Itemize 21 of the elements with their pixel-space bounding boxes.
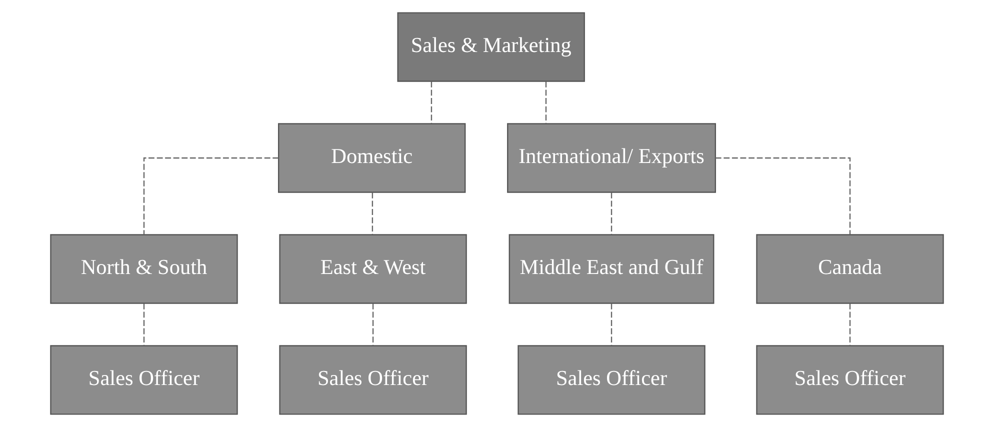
connector <box>610 192 612 234</box>
node-box: Sales Officer <box>756 345 944 415</box>
node-box: Canada <box>756 234 944 304</box>
node-box: Sales Officer <box>518 345 706 415</box>
node-box: Sales & Marketing <box>397 12 585 82</box>
connector <box>610 304 612 346</box>
connector <box>545 82 547 124</box>
connector <box>372 304 374 346</box>
node-box: Sales Officer <box>279 345 467 415</box>
node-box: International/ Exports <box>507 123 716 193</box>
connector <box>143 157 279 234</box>
connector <box>715 157 851 234</box>
node-box: Sales Officer <box>50 345 238 415</box>
connector <box>372 192 374 234</box>
node-box: Domestic <box>278 123 466 193</box>
node-box: North & South <box>50 234 238 304</box>
node-box: Middle East and Gulf <box>508 234 714 304</box>
connector <box>430 82 432 124</box>
connector <box>849 304 851 346</box>
node-box: East & West <box>279 234 467 304</box>
connector <box>143 304 145 346</box>
